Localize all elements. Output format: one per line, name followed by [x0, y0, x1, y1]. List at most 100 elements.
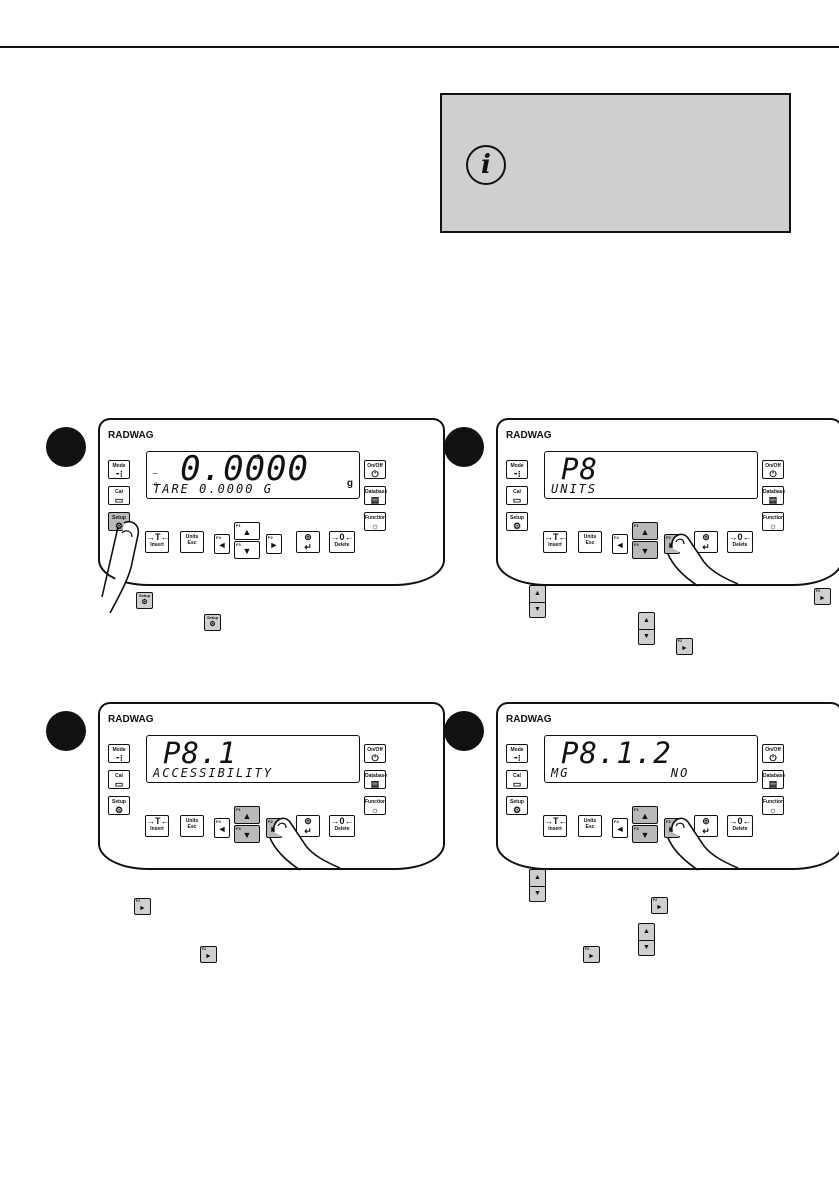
- left-key[interactable]: F4◄: [214, 818, 230, 838]
- setup-key[interactable]: Setup⚙: [108, 796, 130, 815]
- right-key-icon: F2►: [134, 898, 151, 915]
- lcd-display: P8 UNITS: [544, 451, 758, 499]
- display-main-value: P8: [561, 452, 598, 486]
- setup-key[interactable]: Setup⚙: [506, 796, 528, 815]
- step-badge: [444, 427, 484, 467]
- down-key[interactable]: F3▼: [234, 825, 260, 843]
- mode-key[interactable]: Mode⁃⁝: [506, 744, 528, 763]
- database-key[interactable]: Database▤: [364, 770, 387, 789]
- onoff-key[interactable]: On/Off⏻: [762, 460, 784, 479]
- zero-key[interactable]: →0←Delete: [329, 531, 355, 553]
- database-key[interactable]: Database▤: [762, 770, 785, 789]
- right-key[interactable]: F2►: [664, 818, 680, 838]
- lcd-display: P8.1 ACCESSIBILITY: [146, 735, 360, 783]
- function-key[interactable]: Function☼: [762, 796, 784, 815]
- setup-key[interactable]: Setup⚙: [108, 512, 130, 531]
- step-caption: F2► F2►: [98, 876, 438, 996]
- display-main-value: 0.0000: [180, 451, 309, 489]
- tare-key[interactable]: →T←Insert: [145, 815, 170, 837]
- cal-key[interactable]: Cal▭: [506, 486, 528, 505]
- display-main-value: P8.1: [163, 736, 237, 770]
- step-4: RADWAG P8.1.2 MG NO Mode⁃⁝ Cal▭ Setup⚙ →…: [438, 702, 839, 992]
- left-key[interactable]: F4◄: [612, 818, 628, 838]
- mode-key[interactable]: Mode⁃⁝: [506, 460, 528, 479]
- header-rule: [0, 46, 839, 48]
- info-box: i: [440, 93, 791, 233]
- zero-key[interactable]: →0←Delete: [727, 815, 753, 837]
- info-icon: i: [466, 145, 506, 185]
- left-key[interactable]: F4◄: [612, 534, 628, 554]
- radwag-logo: RADWAG: [108, 430, 154, 441]
- setup-key-icon: Setup⚙: [204, 614, 221, 631]
- radwag-logo: RADWAG: [506, 714, 552, 725]
- down-key[interactable]: F3▼: [632, 541, 658, 559]
- enter-key[interactable]: ⊚↵: [296, 531, 320, 553]
- balance-panel: RADWAG x1 ⌣ -o- 0.0000 g TARE 0.0000 G M…: [98, 418, 445, 586]
- down-key[interactable]: F3▼: [234, 541, 260, 559]
- step-badge: [444, 711, 484, 751]
- zero-key[interactable]: →0←Delete: [727, 531, 753, 553]
- cal-key[interactable]: Cal▭: [506, 770, 528, 789]
- right-key-icon: F2►: [583, 946, 600, 963]
- zero-key[interactable]: →0←Delete: [329, 815, 355, 837]
- step-3: RADWAG P8.1 ACCESSIBILITY Mode⁃⁝ Cal▭ Se…: [40, 702, 445, 992]
- onoff-key[interactable]: On/Off⏻: [364, 460, 386, 479]
- function-key[interactable]: Function☼: [364, 512, 386, 531]
- right-key-icon: F2►: [651, 897, 668, 914]
- balance-panel: RADWAG P8.1 ACCESSIBILITY Mode⁃⁝ Cal▭ Se…: [98, 702, 445, 870]
- up-down-keys-icon: ▲▼: [529, 869, 546, 902]
- setup-key[interactable]: Setup⚙: [506, 512, 528, 531]
- function-key[interactable]: Function☼: [762, 512, 784, 531]
- scale-indicator: x1: [253, 454, 261, 461]
- up-key[interactable]: F1▲: [632, 806, 658, 824]
- mode-key[interactable]: Mode⁃⁝: [108, 744, 130, 763]
- down-key[interactable]: F3▼: [632, 825, 658, 843]
- lcd-display: P8.1.2 MG NO: [544, 735, 758, 783]
- setup-key-icon: Setup⚙: [136, 592, 153, 609]
- enter-key[interactable]: ⊚↵: [694, 815, 718, 837]
- display-main-value: P8.1.2: [561, 736, 672, 770]
- up-down-keys-icon: ▲▼: [638, 612, 655, 645]
- radwag-logo: RADWAG: [506, 430, 552, 441]
- cal-key[interactable]: Cal▭: [108, 770, 130, 789]
- onoff-key[interactable]: On/Off⏻: [762, 744, 784, 763]
- stability-icon: ⌣: [152, 468, 158, 478]
- tare-key[interactable]: →T←Insert: [145, 531, 170, 553]
- balance-panel: RADWAG P8 UNITS Mode⁃⁝ Cal▭ Setup⚙ →T←In…: [496, 418, 839, 586]
- display-sub-text: TARE 0.0000 G: [153, 482, 273, 496]
- database-key[interactable]: Database▤: [364, 486, 387, 505]
- mode-key[interactable]: Mode⁃⁝: [108, 460, 130, 479]
- step-caption: ▲▼ F2► ▲▼ F2►: [496, 585, 836, 712]
- display-unit: g: [346, 478, 353, 489]
- up-down-keys-icon: ▲▼: [529, 585, 546, 618]
- onoff-key[interactable]: On/Off⏻: [364, 744, 386, 763]
- display-sub-text: MG NO: [551, 766, 690, 780]
- right-key[interactable]: F2►: [266, 534, 282, 554]
- lcd-display: x1 ⌣ -o- 0.0000 g TARE 0.0000 G: [146, 451, 360, 499]
- right-key[interactable]: F2►: [266, 818, 282, 838]
- enter-key[interactable]: ⊚↵: [694, 531, 718, 553]
- up-key[interactable]: F1▲: [234, 522, 260, 540]
- right-key[interactable]: F2►: [664, 534, 680, 554]
- enter-key[interactable]: ⊚↵: [296, 815, 320, 837]
- step-caption: ▲▼ F2► ▲▼ F2►: [496, 869, 836, 996]
- step-1: RADWAG x1 ⌣ -o- 0.0000 g TARE 0.0000 G M…: [40, 418, 445, 708]
- up-key[interactable]: F1▲: [632, 522, 658, 540]
- step-badge: [46, 711, 86, 751]
- up-key[interactable]: F1▲: [234, 806, 260, 824]
- tare-key[interactable]: →T←Insert: [543, 815, 568, 837]
- cal-key[interactable]: Cal▭: [108, 486, 130, 505]
- tare-key[interactable]: →T←Insert: [543, 531, 568, 553]
- database-key[interactable]: Database▤: [762, 486, 785, 505]
- right-key-icon: F2►: [676, 638, 693, 655]
- function-key[interactable]: Function☼: [364, 796, 386, 815]
- radwag-logo: RADWAG: [108, 714, 154, 725]
- step-badge: [46, 427, 86, 467]
- zero-indicator: -o-: [152, 482, 160, 488]
- left-key[interactable]: F4◄: [214, 534, 230, 554]
- step-caption: Setup⚙ Setup⚙: [98, 592, 438, 712]
